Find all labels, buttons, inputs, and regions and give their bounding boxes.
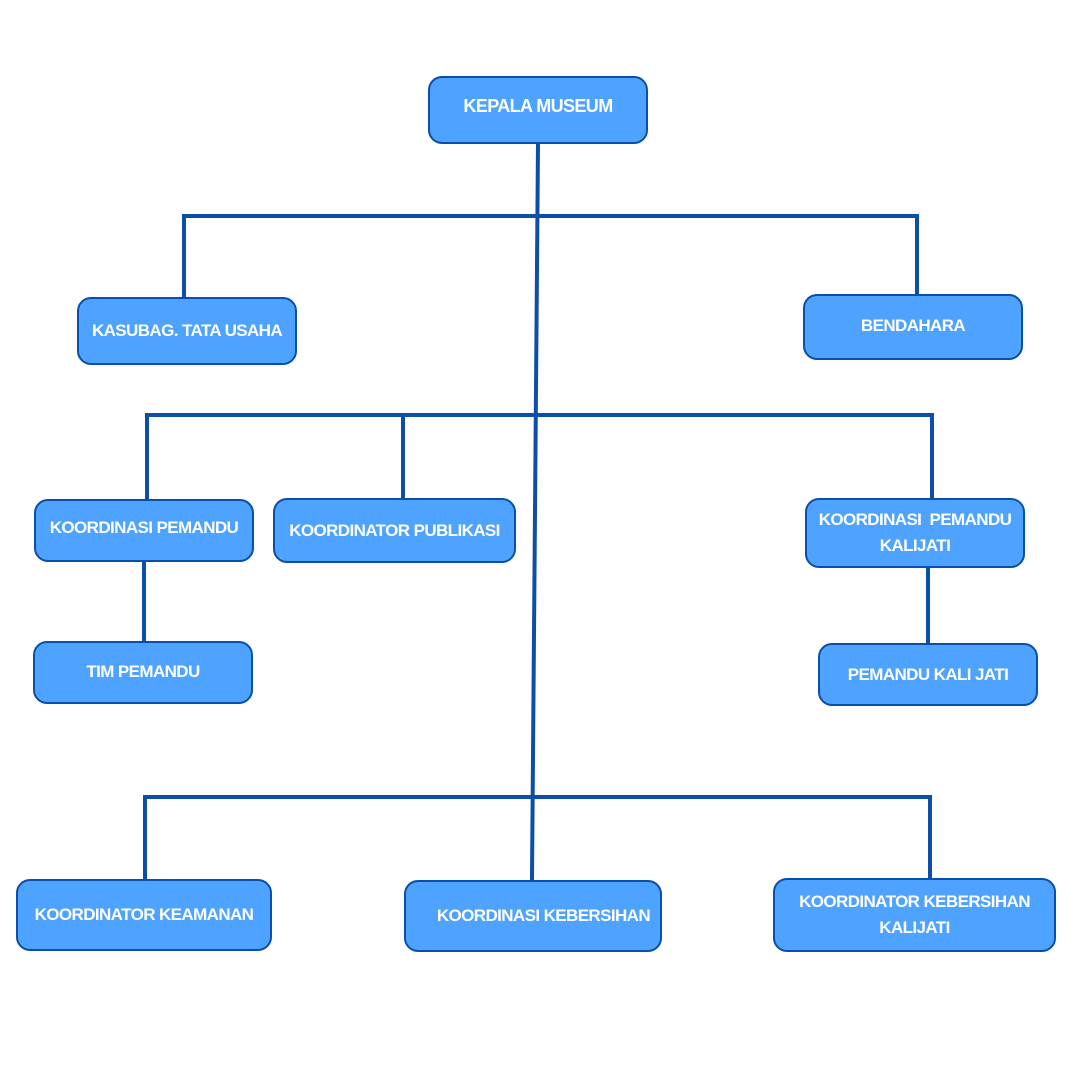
node-kasubag-tata-usaha: KASUBAG. TATA USAHA <box>77 297 297 365</box>
connector-level2-branch <box>145 413 934 500</box>
node-label: KOORDINATOR KEAMANAN <box>34 905 254 924</box>
node-tim-pemandu: TIM PEMANDU <box>33 641 253 704</box>
node-koordinasi-kebersihan: KOORDINASI KEBERSIHAN <box>404 880 662 952</box>
node-label: KOORDINASI KEBERSIHAN <box>436 906 651 925</box>
node-koordinator-kebersihan-kalijati: KOORDINATOR KEBERSIHAN KALIJATI <box>773 878 1056 952</box>
node-label: TIM PEMANDU <box>86 662 200 681</box>
node-label: KOORDINATOR PUBLIKASI <box>289 520 500 540</box>
node-kepala-museum: KEPALA MUSEUM <box>428 76 648 144</box>
connector-main-trunk <box>529 141 541 881</box>
node-koordinasi-pemandu: KOORDINASI PEMANDU <box>34 499 254 562</box>
node-label: KASUBAG. TATA USAHA <box>91 321 283 340</box>
node-label: KOORDINATOR KEBERSIHAN KALIJATI <box>799 892 1030 937</box>
node-pemandu-kali-jati: PEMANDU KALI JATI <box>818 643 1038 706</box>
node-label: KEPALA MUSEUM <box>463 96 613 116</box>
node-label: BENDAHARA <box>860 316 966 335</box>
node-koordinator-keamanan: KOORDINATOR KEAMANAN <box>16 879 272 951</box>
connector-level3-branch <box>143 795 932 880</box>
connector-level1-branch <box>182 214 919 298</box>
node-label: KOORDINASI PEMANDU KALIJATI <box>818 510 1016 555</box>
node-bendahara: BENDAHARA <box>803 294 1023 360</box>
node-label: PEMANDU KALI JATI <box>847 664 1009 684</box>
node-koordinator-publikasi: KOORDINATOR PUBLIKASI <box>273 498 516 563</box>
node-koordinasi-pemandu-kalijati: KOORDINASI PEMANDU KALIJATI <box>805 498 1025 568</box>
node-label: KOORDINASI PEMANDU <box>49 518 239 537</box>
